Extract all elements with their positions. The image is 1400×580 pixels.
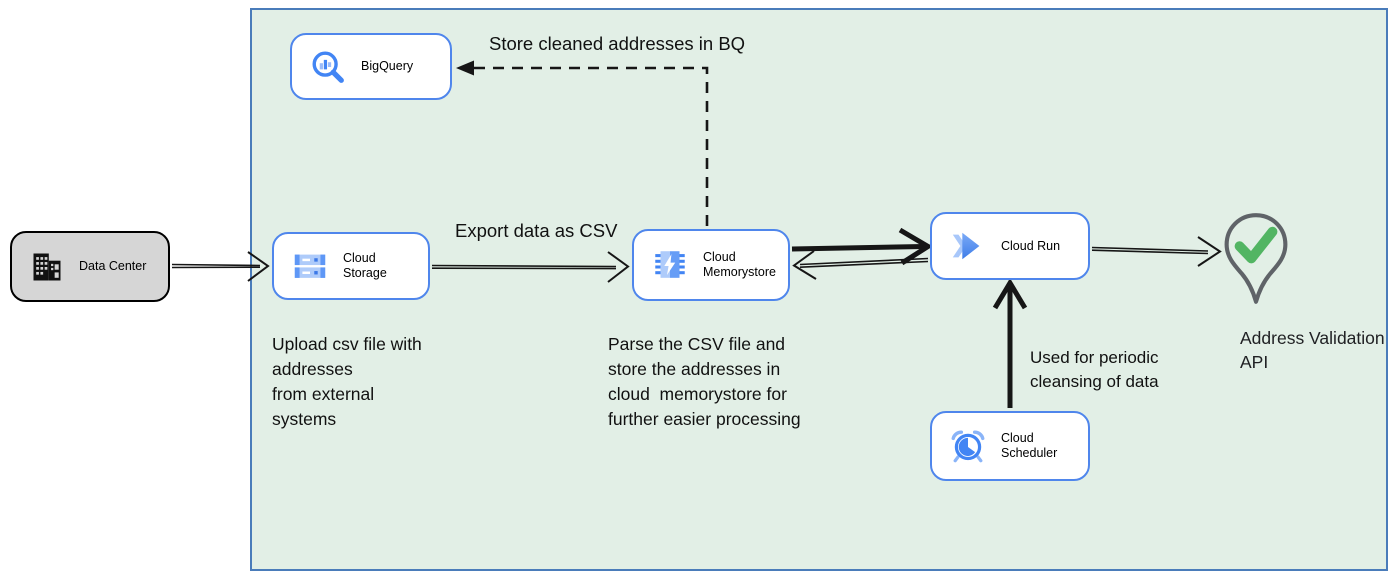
cloud-storage-icon <box>291 247 329 285</box>
node-cloud-memorystore[interactable]: Cloud Memorystore <box>632 229 790 301</box>
node-data-center[interactable]: Data Center <box>10 231 170 302</box>
note-parse-csv: Parse the CSV file and store the address… <box>608 334 801 429</box>
edge-label-periodic-cleansing: Used for periodic cleansing of data <box>1030 348 1159 391</box>
node-label: Cloud Storage <box>343 251 387 280</box>
gcp-boundary-container <box>250 8 1388 571</box>
node-cloud-storage[interactable]: Cloud Storage <box>272 232 430 300</box>
node-cloud-scheduler[interactable]: Cloud Scheduler <box>930 411 1090 481</box>
edge-label-export-csv: Export data as CSV <box>455 220 618 241</box>
pin-check-icon <box>1222 213 1290 311</box>
note-upload-csv: Upload csv file with addresses from exte… <box>272 334 422 429</box>
node-bigquery[interactable]: BigQuery <box>290 33 452 100</box>
cloud-run-icon <box>949 227 987 265</box>
address-validation-api-node[interactable] <box>1222 212 1290 312</box>
node-cloud-run[interactable]: Cloud Run <box>930 212 1090 280</box>
address-validation-api-label: Address Validation API <box>1240 328 1385 372</box>
node-label: Data Center <box>79 259 147 273</box>
scheduler-icon <box>949 427 987 465</box>
edge-label-store-bq: Store cleaned addresses in BQ <box>489 33 746 54</box>
bigquery-icon <box>309 48 347 86</box>
memorystore-icon <box>651 246 689 284</box>
node-label: BigQuery <box>361 59 414 73</box>
node-label: Cloud Run <box>1001 238 1061 253</box>
node-label: Cloud Memorystore <box>703 250 776 279</box>
building-icon <box>29 249 65 285</box>
node-label: Cloud Scheduler <box>1001 431 1058 460</box>
